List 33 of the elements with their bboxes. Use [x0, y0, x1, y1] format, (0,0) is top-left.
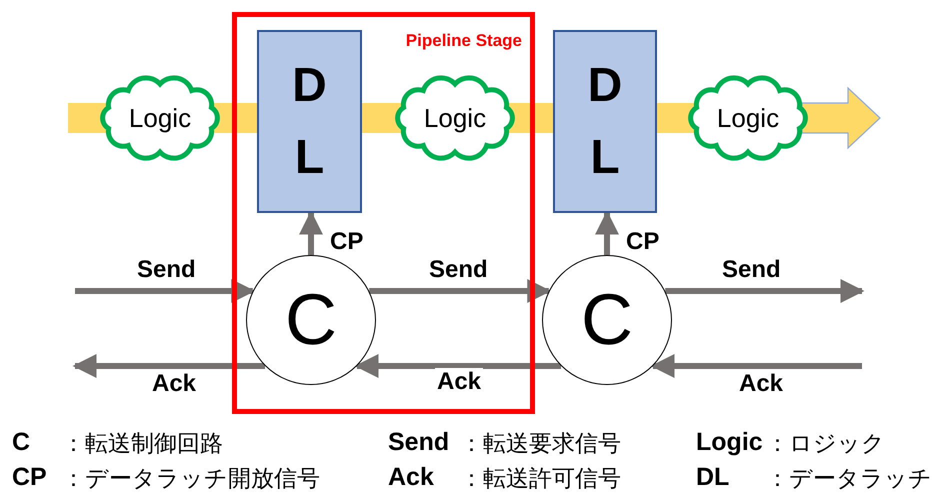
legend-term: CP — [12, 463, 47, 492]
arrow — [369, 279, 552, 303]
legend-definition: ：データラッチ開放信号 — [62, 465, 320, 494]
legend-term: Ack — [388, 463, 434, 492]
flow-arrow — [657, 103, 694, 133]
controller-circle: C — [246, 255, 376, 385]
controller-circle: C — [542, 255, 672, 385]
stage-label: Pipeline Stage — [406, 31, 522, 51]
node-label: Logic — [716, 102, 780, 134]
node-label: Logic — [128, 102, 192, 134]
legend-term: DL — [696, 463, 730, 492]
flow-arrow — [362, 103, 401, 133]
latch-box: D L — [553, 30, 657, 213]
legend-term: Send — [388, 428, 450, 457]
arrow — [354, 354, 562, 378]
latch-box: D L — [257, 30, 362, 213]
legend-definition: ：ロジック — [766, 430, 885, 459]
legend-definition: ：データラッチ — [766, 465, 932, 494]
arrow — [75, 279, 256, 303]
legend-definition: ：転送要求信号 — [460, 430, 621, 459]
node-label: Logic — [422, 102, 488, 134]
legend-definition: ：転送許可信号 — [460, 465, 621, 494]
legend-term: Logic — [696, 428, 763, 457]
arrow — [595, 210, 619, 255]
arrow — [299, 210, 323, 255]
flow-arrow — [68, 103, 106, 133]
stage-frame — [232, 12, 535, 414]
arrow — [665, 279, 864, 303]
legend-definition: ：転送制御回路 — [62, 430, 223, 459]
arrow — [650, 354, 862, 378]
legend-term: C — [12, 428, 30, 457]
arrow — [72, 354, 266, 378]
flow-arrow — [801, 86, 881, 150]
